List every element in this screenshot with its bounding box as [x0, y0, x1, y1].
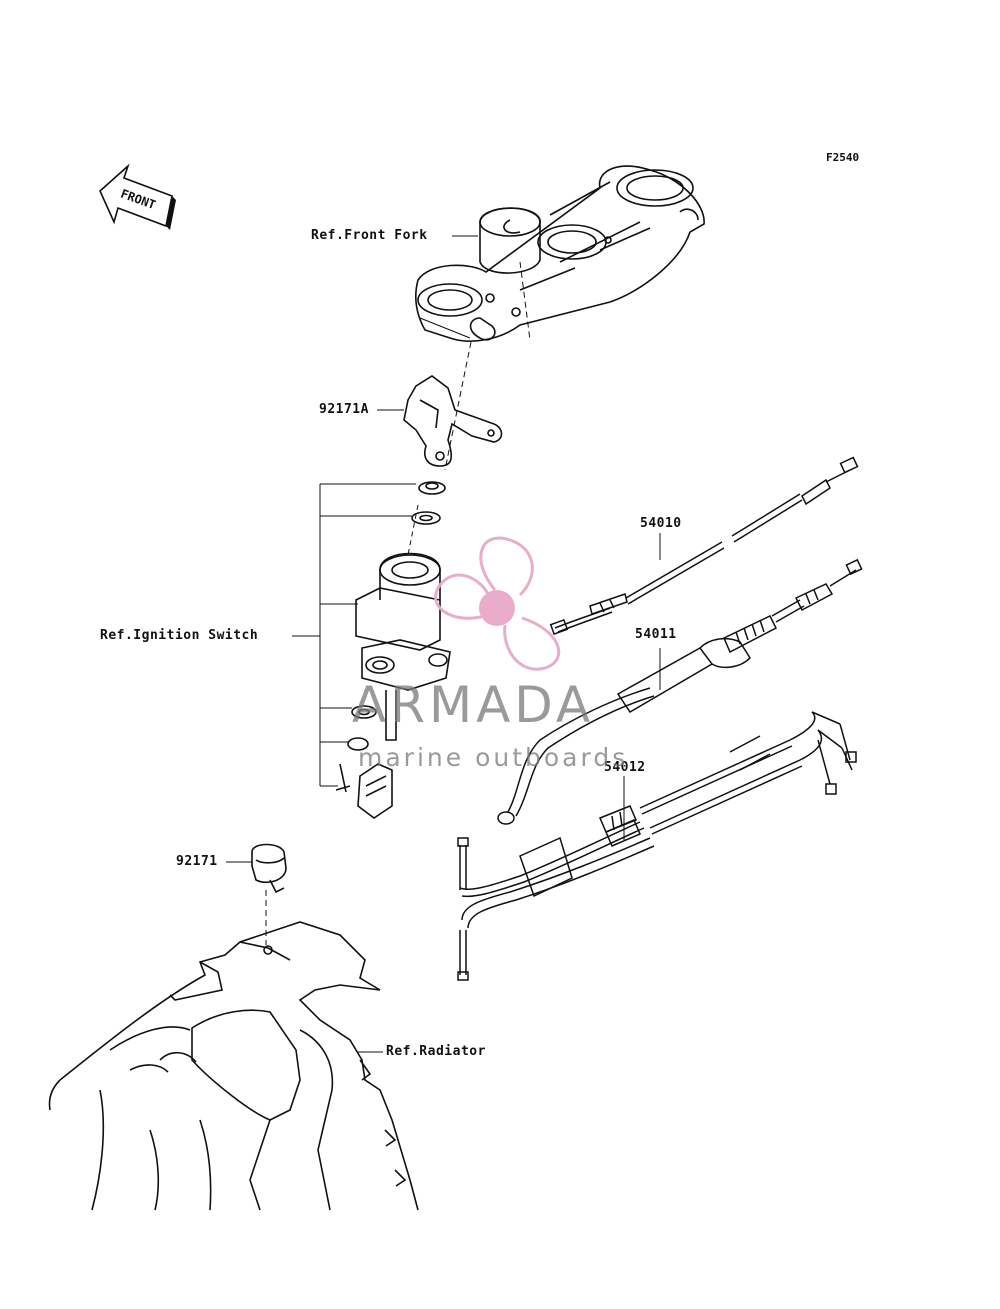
label-54010: 54010	[640, 516, 682, 531]
figure-id: F2540	[826, 151, 860, 164]
cable-54012	[457, 711, 857, 981]
top-yoke	[415, 165, 705, 342]
front-arrow-icon: FRONT	[99, 163, 176, 230]
watermark-tagline: marine outboards	[358, 743, 629, 772]
label-92171A: 92171A	[319, 402, 369, 417]
label-ref-ignition-switch: Ref.Ignition Switch	[100, 628, 259, 643]
label-ref-front-fork: Ref.Front Fork	[311, 228, 428, 243]
watermark-propeller-icon	[434, 536, 561, 671]
ignition-switch-leader	[292, 483, 416, 787]
label-ref-radiator: Ref.Radiator	[386, 1044, 486, 1059]
ignition-switch	[335, 481, 451, 819]
watermark-name: ARMADA	[352, 676, 595, 734]
clamp-92171	[251, 843, 287, 894]
cable-54010	[549, 456, 859, 636]
label-54012: 54012	[604, 760, 646, 775]
cable-54011	[497, 558, 863, 825]
radiator-shroud	[48, 921, 419, 1211]
label-leaders	[226, 235, 661, 1053]
label-92171: 92171	[176, 854, 218, 869]
label-54011: 54011	[635, 627, 677, 642]
bracket-92171A	[403, 375, 503, 467]
